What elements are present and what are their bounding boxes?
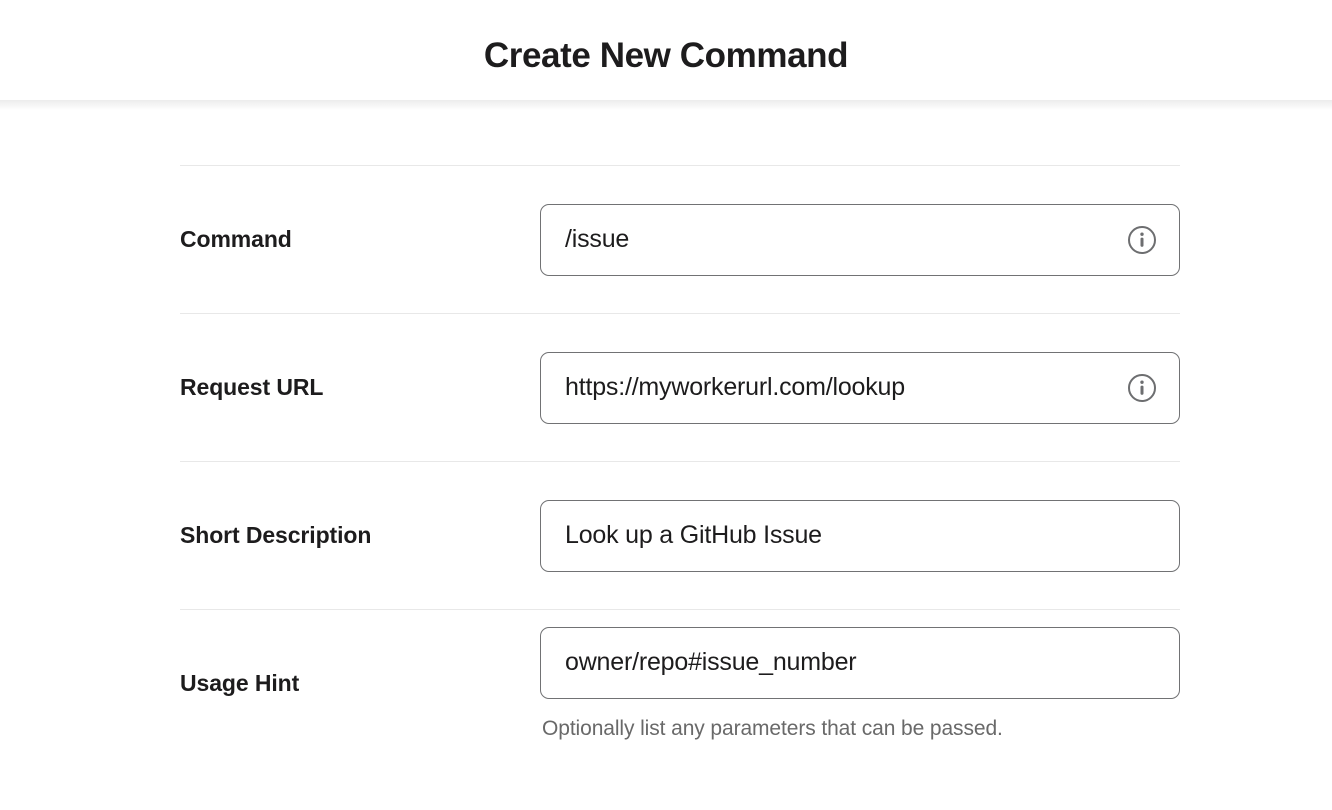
label-usage-hint: Usage Hint (180, 670, 300, 696)
short-description-input[interactable]: Look up a GitHub Issue (540, 499, 1180, 572)
form-row-command: Command /issue (180, 165, 1180, 313)
usage-hint-helper-text: Optionally list any parameters that can … (542, 716, 1003, 740)
usage-hint-input[interactable]: owner/repo#issue_number (540, 626, 1180, 699)
command-input[interactable]: /issue (540, 203, 1180, 276)
field-column-request-url: https://myworkerurl.com/lookup (540, 351, 1180, 424)
field-column-command: /issue (540, 203, 1180, 276)
label-request-url: Request URL (180, 374, 324, 400)
label-command: Command (180, 226, 292, 252)
label-short-description: Short Description (180, 522, 372, 548)
field-column-short-description: Look up a GitHub Issue (540, 499, 1180, 572)
request-url-input[interactable]: https://myworkerurl.com/lookup (540, 351, 1180, 424)
info-circle-icon[interactable] (1127, 225, 1157, 255)
modal-body: Command /issue Request URL (0, 165, 1332, 757)
form-row-usage-hint: Usage Hint owner/repo#issue_number Optio… (180, 609, 1180, 757)
usage-hint-input-value[interactable]: owner/repo#issue_number (565, 648, 857, 676)
info-circle-icon[interactable] (1127, 373, 1157, 403)
command-form: Command /issue Request URL (180, 165, 1180, 757)
request-url-input-value[interactable]: https://myworkerurl.com/lookup (565, 373, 905, 401)
field-column-usage-hint: owner/repo#issue_number Optionally list … (540, 626, 1180, 741)
page-title: Create New Command (483, 35, 849, 75)
form-row-request-url: Request URL https://myworkerurl.com/look… (180, 313, 1180, 461)
command-input-value[interactable]: /issue (565, 225, 630, 253)
short-description-input-value[interactable]: Look up a GitHub Issue (565, 521, 822, 549)
modal-header: Create New Command (0, 0, 1332, 110)
form-row-short-description: Short Description Look up a GitHub Issue (180, 461, 1180, 609)
